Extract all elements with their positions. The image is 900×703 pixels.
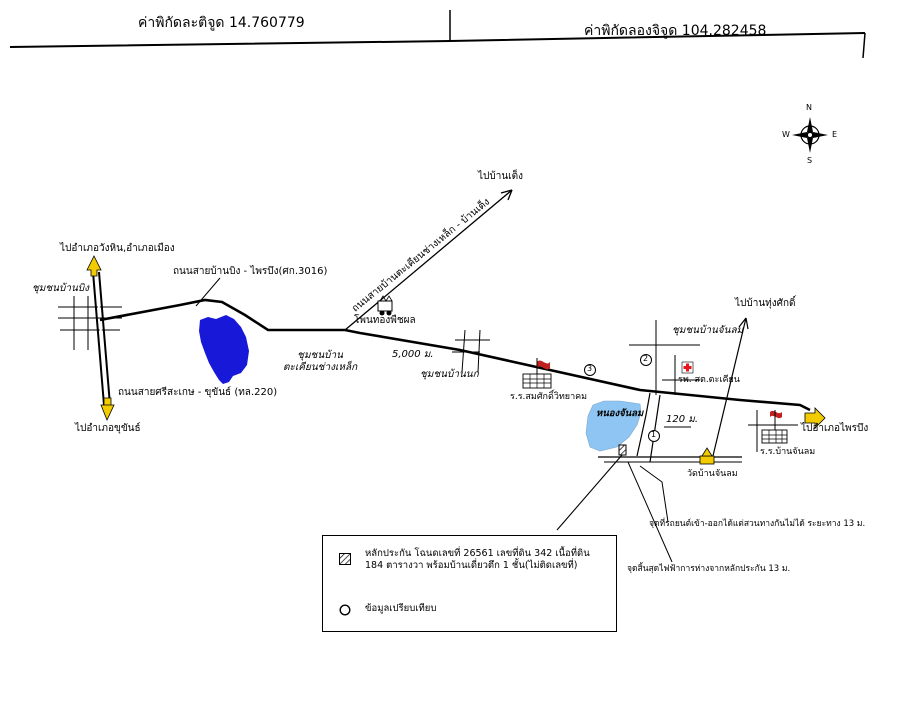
compass-e: E: [832, 130, 838, 139]
label-to-khukhan: ไปอำเภอขุขันธ์: [75, 423, 141, 434]
grid-ban-jan-lom: [629, 320, 798, 452]
label-community-ban-nok: ชุมชนบ้านนก: [420, 369, 479, 380]
arrowhead-ban-teng: [500, 189, 513, 201]
marker-2-circle: [640, 354, 652, 366]
hospital-icon: [681, 361, 694, 374]
leader-road-label: [195, 277, 221, 307]
pond-ban-bing: [199, 315, 249, 384]
marker-3-circle: [584, 364, 596, 376]
label-road-srisaket: ถนนสายศรีสะเกษ - ขุขันธ์ (ทล.220): [118, 387, 278, 398]
label-marker-3: 3: [587, 364, 593, 373]
label-temple: วัดบ้านจันลม: [687, 469, 738, 479]
longitude-label: ค่าพิกัดลองจิจูด 104.282458: [584, 23, 767, 39]
label-community-ban-bing: ชุมชนบ้านบิง: [32, 283, 90, 294]
collateral-hatch-icon: [339, 553, 351, 565]
legend-collateral-text: หลักประกัน โฉนดเลขที่ 26561 เลขที่ดิน 34…: [365, 548, 590, 572]
road-srisaket-khukhan: [92, 271, 111, 406]
road-to-ban-teng: [344, 189, 513, 331]
label-marker-1: 1: [651, 430, 657, 439]
latitude-label: ค่าพิกัดละติจูด 14.760779: [138, 15, 305, 31]
legend-comparable-text: ข้อมูลเปรียบเทียบ: [365, 603, 437, 614]
label-community-jan-lom: ชุมชนบ้านจันลม: [672, 325, 744, 336]
arrow-right-icon: [804, 407, 826, 429]
label-distance-5000: 5,000 ม.: [392, 349, 434, 360]
header-right-tick: [862, 32, 866, 59]
label-phon-thong: โพนทองพืชผล: [354, 315, 416, 326]
leader-note-power: [627, 461, 673, 563]
road-side-south: [636, 392, 651, 457]
label-pond: หนองจันลม: [596, 408, 644, 419]
label-to-ban-teng: ไปบ้านเต็ง: [478, 171, 523, 182]
label-marker-2: 2: [643, 354, 649, 363]
label-community-takhian: ชุมชนบ้าน ตะเคียนช่างเหล็ก: [283, 350, 358, 373]
grid-ban-bing: [58, 296, 122, 350]
marker-1-circle: [648, 430, 660, 442]
road-side-south-2: [649, 394, 661, 463]
label-to-phrai-bueng: ไปอำเภอไพรบึง: [801, 423, 869, 434]
label-note-entry: จุดที่รถยนต์เข้า-ออกได้แต่สวนทางกันไม่ได…: [649, 519, 866, 529]
label-hospital: รพ. สต.ตะเคียน: [678, 375, 740, 385]
leader-note-entry: [639, 465, 669, 523]
compass-rose-icon: [792, 117, 828, 153]
compass-n: N: [806, 103, 812, 112]
label-note-power: จุดสิ้นสุดไฟฟ้าการห่างจากหลักประกัน 13 ม…: [627, 564, 791, 574]
label-road-ban-bing: ถนนสายบ้านบิง - ไพรบึง(ศก.3016): [173, 266, 328, 277]
school-jan-lom-icon: [761, 410, 788, 444]
compass-s: S: [807, 156, 813, 165]
road-to-thung-sak: [711, 317, 747, 461]
compass-w: W: [782, 130, 790, 139]
label-to-thung-sak: ไปบ้านทุ่งศักดิ์: [735, 298, 796, 309]
leader-legend: [556, 454, 623, 531]
arrowhead-thung-sak: [738, 317, 749, 330]
temple-icon: [699, 447, 715, 465]
label-school-somsak: ร.ร.สมศักดิ์วิทยาคม: [510, 392, 588, 402]
grid-ban-nok: [452, 329, 490, 373]
label-school-jan-lom: ร.ร.บ้านจันลม: [760, 447, 816, 457]
label-to-wang-hin: ไปอำเภอวังหิน,อำเภอเมือง: [60, 243, 175, 254]
pond-jan-lom: [585, 400, 642, 452]
school-icon: [522, 358, 552, 389]
arrow-up-icon: [86, 255, 102, 277]
factory-icon: [377, 295, 393, 316]
comparable-circle-icon: [339, 604, 351, 616]
arrow-down-icon: [100, 397, 115, 422]
label-distance-120: 120 ม.: [666, 414, 699, 425]
legend-box: หลักประกัน โฉนดเลขที่ 26561 เลขที่ดิน 34…: [322, 535, 617, 632]
